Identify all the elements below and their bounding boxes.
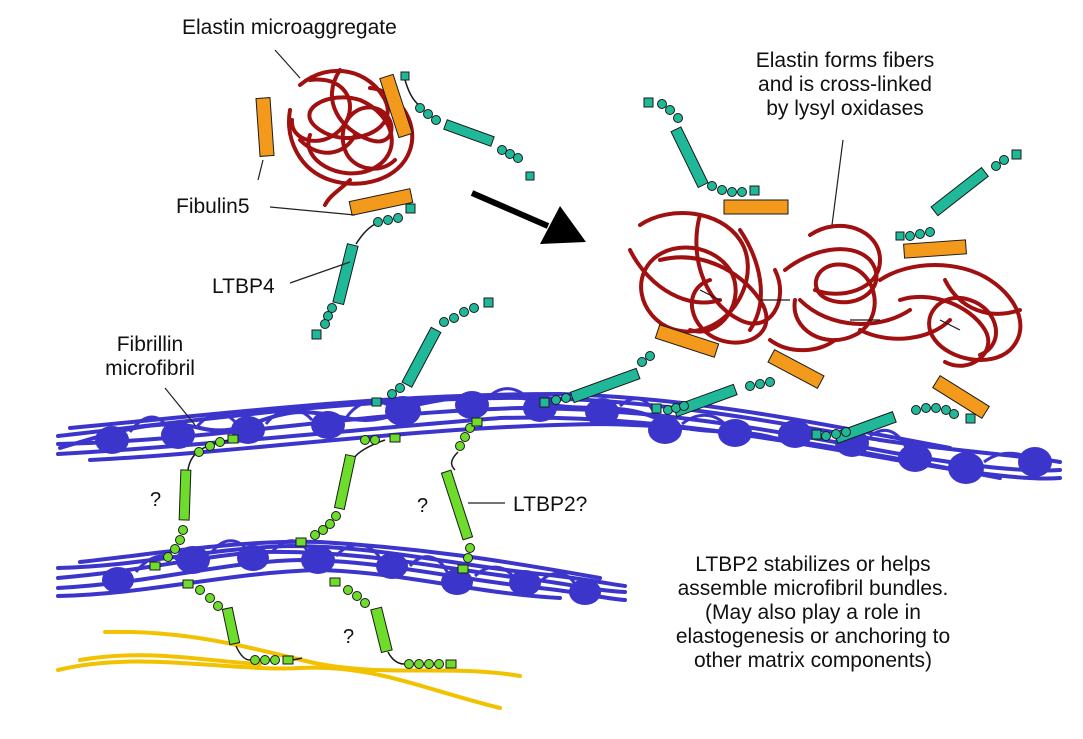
leader-lines (164, 49, 844, 504)
ltbp2-note-line4: elastogenesis or anchoring to (675, 625, 951, 648)
ltbp2-note-line2: assemble microfibril bundles. (677, 577, 949, 600)
label-elastin-fibers-line2: and is cross-linked (758, 73, 932, 96)
label-ltbp2: LTBP2? (513, 493, 588, 516)
label-elastin-fibers-line3: by lysyl oxidases (766, 97, 924, 120)
process-arrow (470, 190, 586, 244)
label-fibrillin-line1: Fibrillin (116, 333, 184, 356)
ltbp2-note-line1: LTBP2 stabilizes or helps (695, 553, 931, 576)
microfibril-beads-top (95, 391, 1052, 484)
label-elastin-fibers-line1: Elastin forms fibers (755, 49, 935, 72)
ltbp2-note-line5: other matrix components) (693, 649, 933, 672)
microfibril-loops-top (128, 387, 1029, 464)
lysyl-crosslinks (699, 289, 961, 331)
question-mark-3: ? (343, 626, 355, 648)
microfibril-beads-bottom (102, 545, 601, 605)
elastin-fibers (628, 211, 1023, 368)
label-ltbp4: LTBP4 (212, 275, 275, 298)
label-fibrillin-line2: microfibril (105, 357, 195, 380)
ltbp2-proteins (149, 417, 483, 669)
question-mark-1: ? (150, 489, 162, 511)
label-elastin-fibers: Elastin forms fibers and is cross-linked… (740, 49, 950, 121)
fibulin5-proteins (255, 73, 990, 419)
label-elastin-microaggregate: Elastin microaggregate (182, 16, 397, 39)
label-ltbp2-note: LTBP2 stabilizes or helps assemble micro… (648, 553, 978, 673)
microfibril-loops-bottom (134, 539, 578, 587)
label-fibrillin-microfibril: Fibrillin microfibril (85, 333, 215, 381)
other-matrix-fibers (56, 629, 522, 710)
label-fibulin5: Fibulin5 (176, 195, 250, 218)
question-mark-2: ? (417, 495, 429, 517)
ltbp2-note-line3: (May also play a role in (705, 601, 921, 624)
ltbp4-proteins (311, 71, 1022, 444)
